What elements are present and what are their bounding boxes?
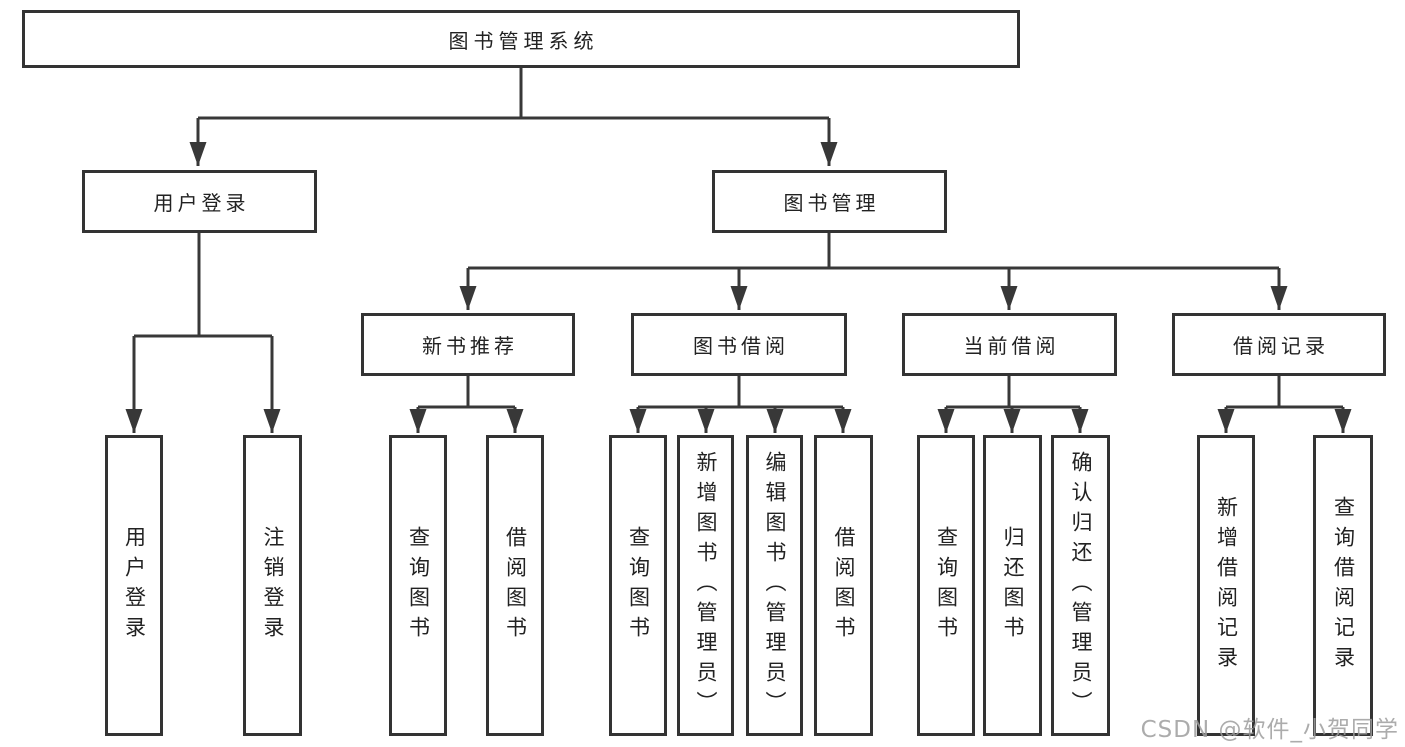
node-book-management: 图书管理 xyxy=(712,170,947,233)
leaf-confirm-return-admin-label: 确认归还（管理员） xyxy=(1069,450,1093,721)
leaf-query-books-recommend: 查询图书 xyxy=(389,435,447,736)
leaf-query-borrow-record-label: 查询借阅记录 xyxy=(1331,495,1356,676)
leaf-query-books-borrow: 查询图书 xyxy=(609,435,667,736)
node-library-system: 图书管理系统 xyxy=(22,10,1020,68)
node-book-borrow: 图书借阅 xyxy=(631,313,847,376)
leaf-add-book-admin: 新增图书（管理员） xyxy=(677,435,734,736)
leaf-add-book-admin-label: 新增图书（管理员） xyxy=(694,450,718,721)
leaf-query-books-recommend-label: 查询图书 xyxy=(406,525,431,646)
node-new-book-recommend: 新书推荐 xyxy=(361,313,575,376)
leaf-query-borrow-record: 查询借阅记录 xyxy=(1313,435,1373,736)
leaf-return-book-label: 归还图书 xyxy=(1001,525,1025,646)
node-library-system-label: 图书管理系统 xyxy=(448,28,599,53)
node-current-borrow: 当前借阅 xyxy=(902,313,1117,376)
csdn-watermark: CSDN @软件_小贺同学 xyxy=(1140,717,1399,743)
leaf-logout-label: 注销登录 xyxy=(261,525,285,646)
leaf-confirm-return-admin: 确认归还（管理员） xyxy=(1051,435,1110,736)
leaf-edit-book-admin-label: 编辑图书（管理员） xyxy=(763,450,787,721)
node-new-book-recommend-label: 新书推荐 xyxy=(422,334,518,358)
leaf-query-books-borrow-label: 查询图书 xyxy=(626,525,651,646)
node-borrow-records-label: 借阅记录 xyxy=(1233,334,1329,358)
leaf-query-books-current: 查询图书 xyxy=(917,435,975,736)
leaf-add-borrow-record: 新增借阅记录 xyxy=(1197,435,1255,736)
leaf-borrow-books-label: 借阅图书 xyxy=(832,525,856,646)
node-borrow-records: 借阅记录 xyxy=(1172,313,1386,376)
leaf-logout: 注销登录 xyxy=(243,435,302,736)
leaf-return-book: 归还图书 xyxy=(983,435,1042,736)
leaf-query-books-current-label: 查询图书 xyxy=(934,525,959,646)
node-user-login: 用户登录 xyxy=(82,170,317,233)
leaf-edit-book-admin: 编辑图书（管理员） xyxy=(746,435,803,736)
leaf-user-login: 用户登录 xyxy=(105,435,163,736)
node-current-borrow-label: 当前借阅 xyxy=(963,334,1060,358)
node-book-management-label: 图书管理 xyxy=(783,191,880,215)
leaf-borrow-books-recommend-label: 借阅图书 xyxy=(503,525,528,646)
leaf-add-borrow-record-label: 新增借阅记录 xyxy=(1214,495,1239,676)
leaf-borrow-books: 借阅图书 xyxy=(814,435,873,736)
node-user-login-label: 用户登录 xyxy=(153,191,250,215)
leaf-borrow-books-recommend: 借阅图书 xyxy=(486,435,544,736)
node-book-borrow-label: 图书借阅 xyxy=(693,334,789,358)
leaf-user-login-label: 用户登录 xyxy=(122,525,147,646)
